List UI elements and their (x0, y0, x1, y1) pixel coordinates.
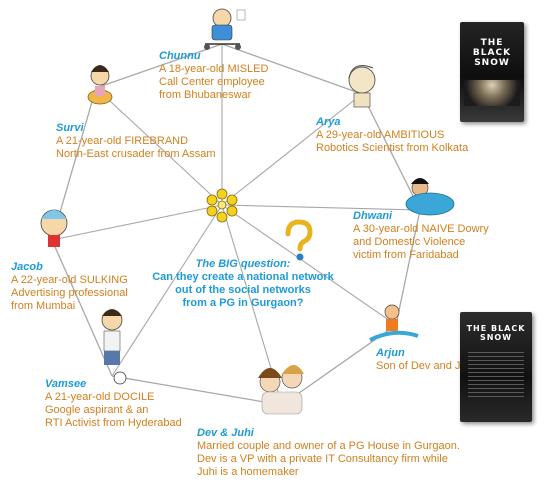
character-description: A 22-year-old SULKING Advertising profes… (11, 274, 128, 312)
character-dev-juhi: Dev & Juhi Married couple and owner of a… (197, 427, 460, 479)
character-survi: Survi A 21-year-old FIREBRAND North-East… (56, 122, 216, 161)
character-name: Survi (56, 122, 84, 134)
character-name: Jacob (11, 261, 43, 273)
book-back-text (468, 352, 524, 398)
arjun-illustration (369, 304, 419, 342)
character-description: A 18-year-old MISLED Call Center employe… (159, 63, 269, 101)
character-name: Dhwani (353, 210, 393, 222)
character-name: Dev & Juhi (197, 427, 254, 439)
character-description: Married couple and owner of a PG House i… (197, 440, 460, 478)
question-text: Can they create a national network out o… (152, 271, 334, 309)
character-description: A 21-year-old FIREBRAND North-East crusa… (56, 135, 216, 160)
question-mark-icon (285, 219, 313, 261)
character-description: A 21-year-old DOCILE Google aspirant & a… (45, 391, 182, 429)
character-name: Chunnu (159, 50, 201, 62)
character-description: A 29-year-old AMBITIOUS Robotics Scienti… (316, 129, 469, 154)
big-question: The BIG question: Can they create a nati… (138, 258, 348, 310)
book-cover-top: THE BLACK SNOW (460, 22, 524, 122)
chunnu-illustration (204, 8, 246, 50)
character-description: A 30-year-old NAIVE Dowry and Domestic V… (353, 223, 489, 261)
dev-juhi-illustration (258, 365, 304, 415)
book-crowd-art (464, 80, 520, 106)
character-name: Arya (316, 116, 341, 128)
book-cover-bottom: THE BLACK SNOW (460, 312, 532, 422)
arya-illustration (348, 65, 376, 108)
character-arya: Arya A 29-year-old AMBITIOUS Robotics Sc… (316, 116, 468, 155)
hub-cluster-icon (206, 188, 238, 223)
dhwani-illustration (405, 178, 455, 216)
question-title: The BIG question: (195, 258, 291, 270)
survi-illustration (87, 65, 113, 105)
book-title: THE BLACK SNOW (472, 38, 512, 68)
character-chunnu: Chunnu A 18-year-old MISLED Call Center … (159, 50, 268, 102)
character-dhwani: Dhwani A 30-year-old NAIVE Dowry and Dom… (353, 210, 489, 262)
character-name: Arjun (376, 347, 405, 359)
character-jacob: Jacob A 22-year-old SULKING Advertising … (11, 261, 128, 313)
book-title: THE BLACK SNOW (466, 324, 526, 342)
character-name: Vamsee (45, 378, 87, 390)
jacob-illustration (40, 209, 68, 247)
character-vamsee: Vamsee A 21-year-old DOCILE Google aspir… (45, 378, 182, 430)
vamsee-illustration (101, 309, 127, 385)
